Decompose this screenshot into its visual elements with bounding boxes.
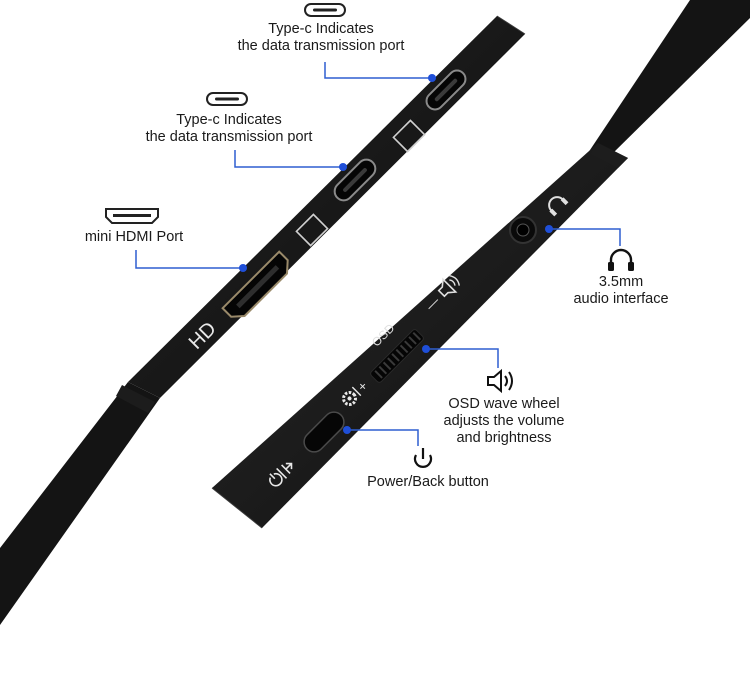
- power-icon: [413, 448, 433, 468]
- power-back-marking: [269, 462, 293, 487]
- usb-c-port-icon: [206, 92, 248, 106]
- usb-c-port-top: [425, 69, 467, 111]
- typec-mid-label: Type-c Indicates the data transmission p…: [115, 112, 343, 146]
- audio-label-line1: 3.5mm: [598, 274, 644, 290]
- osd-label-line3: and brightness: [456, 430, 552, 446]
- speaker-icon: [487, 368, 513, 394]
- usb-c-port-middle: [333, 158, 377, 202]
- headphones-marking-icon: [548, 196, 569, 217]
- osd-wave-wheel: [370, 329, 424, 383]
- audio-label: 3.5mm audio interface: [556, 274, 686, 308]
- typec-top-label-line1: Type-c Indicates: [268, 21, 374, 37]
- typec-mid-label-line2: the data transmission port: [145, 129, 313, 145]
- mini-hdmi-port: [221, 250, 289, 318]
- headphone-jack: [509, 216, 537, 244]
- power-back-button: [303, 411, 345, 453]
- usb-c-port-icon: [304, 3, 346, 17]
- osd-label-line2: adjusts the volume: [443, 413, 565, 429]
- audio-label-line2: audio interface: [573, 291, 669, 307]
- hdmi-label-line1: mini HDMI Port: [84, 229, 184, 245]
- leader-lines: [135, 62, 621, 446]
- osd-label-line1: OSD wave wheel: [448, 396, 560, 412]
- typec-mid-label-line1: Type-c Indicates: [176, 112, 282, 128]
- headphones-icon: [608, 248, 634, 271]
- rectangle-marking-icon: [295, 119, 426, 247]
- typec-top-label-line2: the data transmission port: [237, 38, 405, 54]
- typec-top-label: Type-c Indicates the data transmission p…: [208, 21, 434, 55]
- hdmi-label: mini HDMI Port: [64, 229, 204, 246]
- mini-hdmi-port-icon: [105, 208, 159, 224]
- power-label-line1: Power/Back button: [367, 474, 489, 490]
- power-label: Power/Back button: [343, 474, 513, 491]
- osd-label: OSD wave wheel adjusts the volume and br…: [424, 396, 584, 447]
